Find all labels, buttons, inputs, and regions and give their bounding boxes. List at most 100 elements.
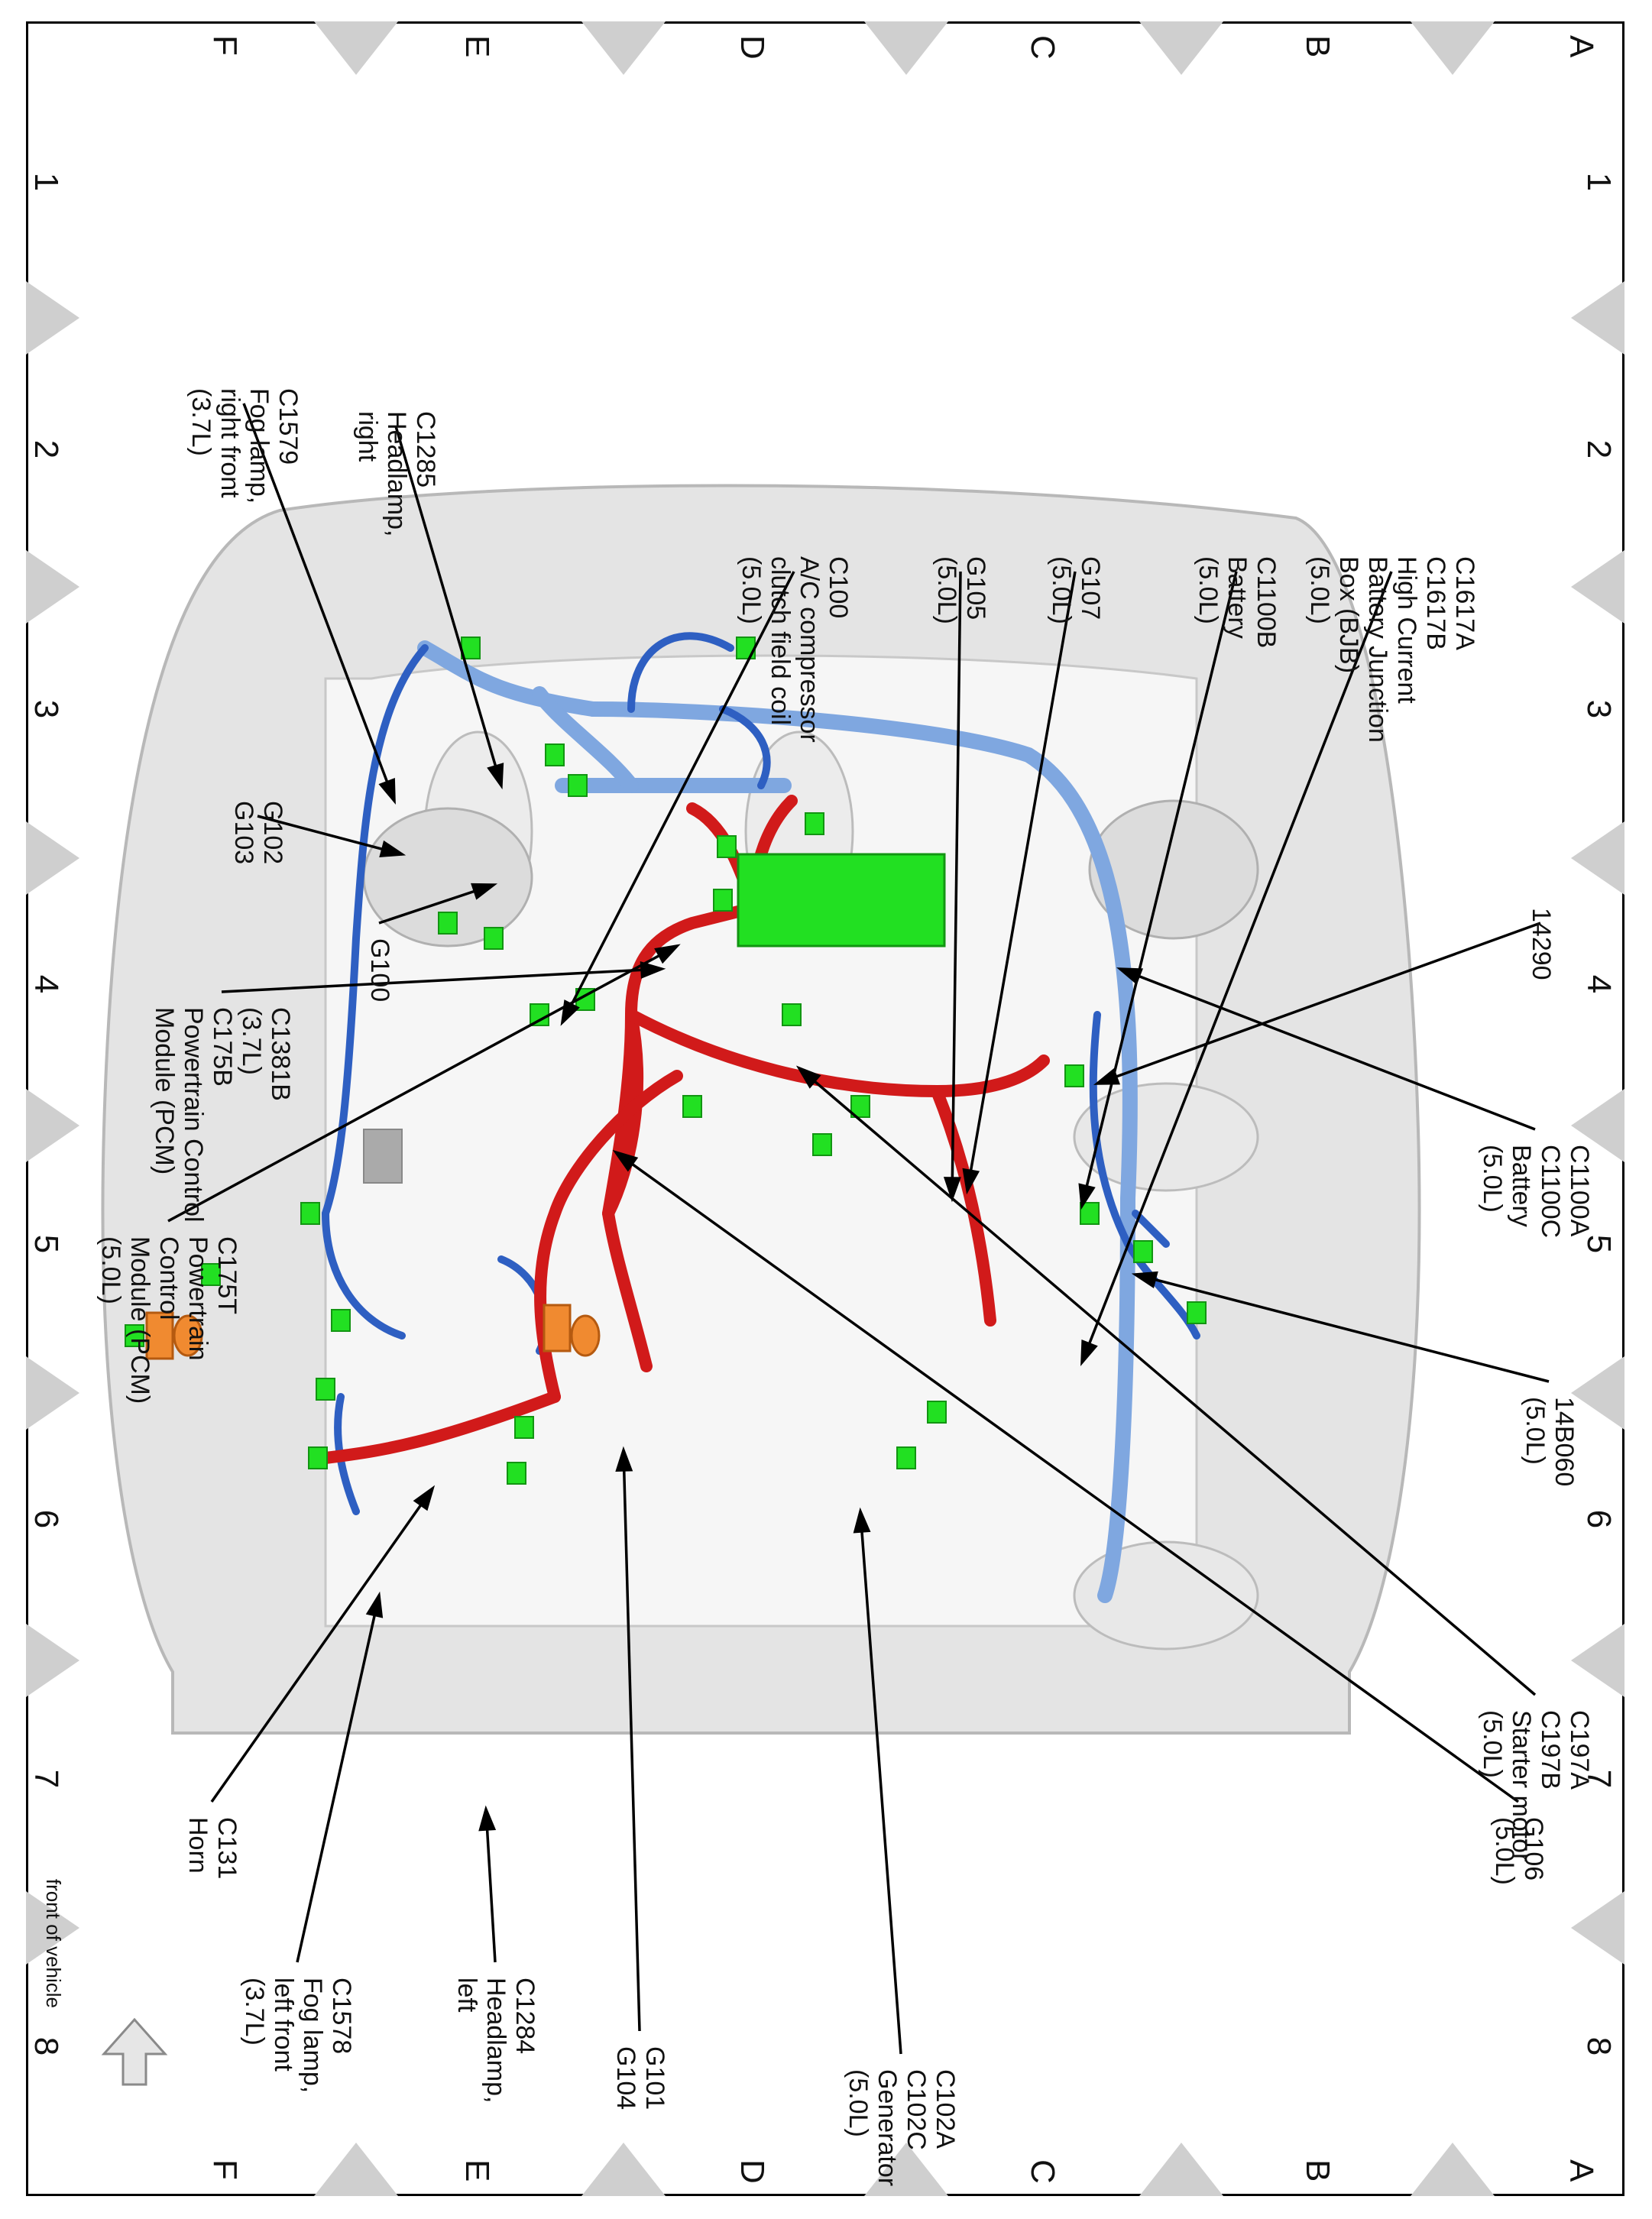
leader-line [966, 571, 1077, 1191]
grid-column-label-bottom: 1 [28, 173, 65, 191]
label-line: G106 [1519, 1817, 1548, 1880]
leader-arrowhead [654, 944, 681, 964]
grid-marker-right [314, 2143, 398, 2196]
label-line: clutch field coil [766, 556, 795, 725]
grid-column-label-bottom: 8 [28, 2037, 65, 2055]
connector-blob [927, 1401, 947, 1424]
leader-arrowhead [378, 777, 396, 805]
leader-line [210, 1487, 434, 1803]
label-line: Control [154, 1236, 183, 1320]
leader-arrowhead [1093, 1067, 1120, 1085]
body-harness [417, 640, 1138, 1603]
leader-line [951, 571, 962, 1199]
label-line: Fog lamp, [245, 388, 274, 504]
label-line: C102A [931, 2069, 960, 2149]
leader-line [167, 944, 678, 1223]
label-line: left [452, 1978, 481, 2013]
label-line: G104 [611, 2046, 640, 2110]
label-line: right front [215, 388, 245, 498]
grid-marker-right [864, 2143, 948, 2196]
leader-line [221, 967, 662, 993]
connector-blob [850, 1095, 870, 1118]
label-line: C1100C [1536, 1145, 1565, 1238]
label-line: 14290 [1527, 908, 1556, 980]
grid-column-label-top: 1 [1580, 173, 1618, 191]
connector-blob [331, 1309, 351, 1332]
grid-marker-bottom [26, 1356, 79, 1430]
label-g100: G100 [365, 938, 394, 1002]
connector-blob [125, 1324, 144, 1347]
grid-marker-left [581, 21, 666, 75]
grid-column-label-bottom: 3 [28, 700, 65, 718]
leader-arrowhead [1078, 1183, 1096, 1210]
grid-marker-left [864, 21, 948, 75]
leader-arrowhead [640, 961, 666, 979]
connector-blob [1064, 1064, 1084, 1087]
label-line: (5.0L) [1194, 556, 1223, 624]
leader-line [296, 1595, 381, 1963]
leader-line [614, 1151, 1520, 1803]
leader-arrowhead [1116, 967, 1144, 985]
label-line: Battery Junction [1363, 556, 1392, 743]
leader-line [859, 1511, 902, 2055]
front-indicator-label: front of vehicle [42, 1879, 65, 2008]
leader-line [1080, 571, 1393, 1363]
grid-column-label-bottom: 5 [28, 1235, 65, 1253]
leader-arrowhead [413, 1485, 436, 1511]
leader-line [1096, 922, 1541, 1085]
label-line: Module (PCM) [125, 1236, 154, 1404]
grid-column-label-bottom: 2 [28, 440, 65, 458]
label-line: Horn [183, 1817, 212, 1874]
leader-line [484, 1809, 497, 1963]
grid-marker-top [1571, 550, 1624, 624]
label-g107: G107(5.0L) [1047, 556, 1105, 624]
label-g105: G105(5.0L) [932, 556, 990, 624]
leader-arrowhead [478, 1805, 497, 1832]
label-line: (5.0L) [1490, 1817, 1519, 1885]
leader-line [622, 1450, 641, 2032]
leader-arrowhead [795, 1065, 821, 1089]
grid-column-label-top: 8 [1580, 2037, 1618, 2055]
leader-line [257, 815, 403, 856]
grid-marker-top [1571, 1624, 1624, 1697]
label-line: (3.7L) [186, 388, 215, 456]
leader-arrowhead [612, 1149, 639, 1172]
label-line: (5.0L) [96, 1236, 125, 1304]
label-line: Headlamp, [382, 411, 411, 536]
leader-line [1080, 571, 1238, 1207]
grid-marker-top [1571, 281, 1624, 355]
label-line: C131 [212, 1817, 241, 1879]
connector-blob [316, 1378, 335, 1401]
label-line: (5.0L) [737, 556, 766, 624]
connector-blob [805, 812, 824, 835]
leader-line [242, 403, 396, 802]
connector-blob [568, 774, 588, 797]
connector-blob [1187, 1301, 1207, 1324]
connector-blob [682, 1095, 702, 1118]
label-line: (5.0L) [932, 556, 961, 624]
grid-row-label-right: C [1024, 2159, 1061, 2184]
connector-blob [812, 1133, 832, 1156]
label-line: C1617A [1450, 556, 1479, 650]
grid-row-label-left: A [1563, 35, 1600, 58]
label-line: G103 [229, 801, 258, 864]
label-line: left front [269, 1978, 298, 2072]
grid-marker-top [1571, 1356, 1624, 1430]
leader-arrowhead [379, 840, 407, 857]
connector-blob [300, 1202, 320, 1225]
grid-marker-top [1571, 821, 1624, 895]
label-line: (3.7L) [240, 1978, 269, 2046]
leader-line [1119, 967, 1536, 1131]
